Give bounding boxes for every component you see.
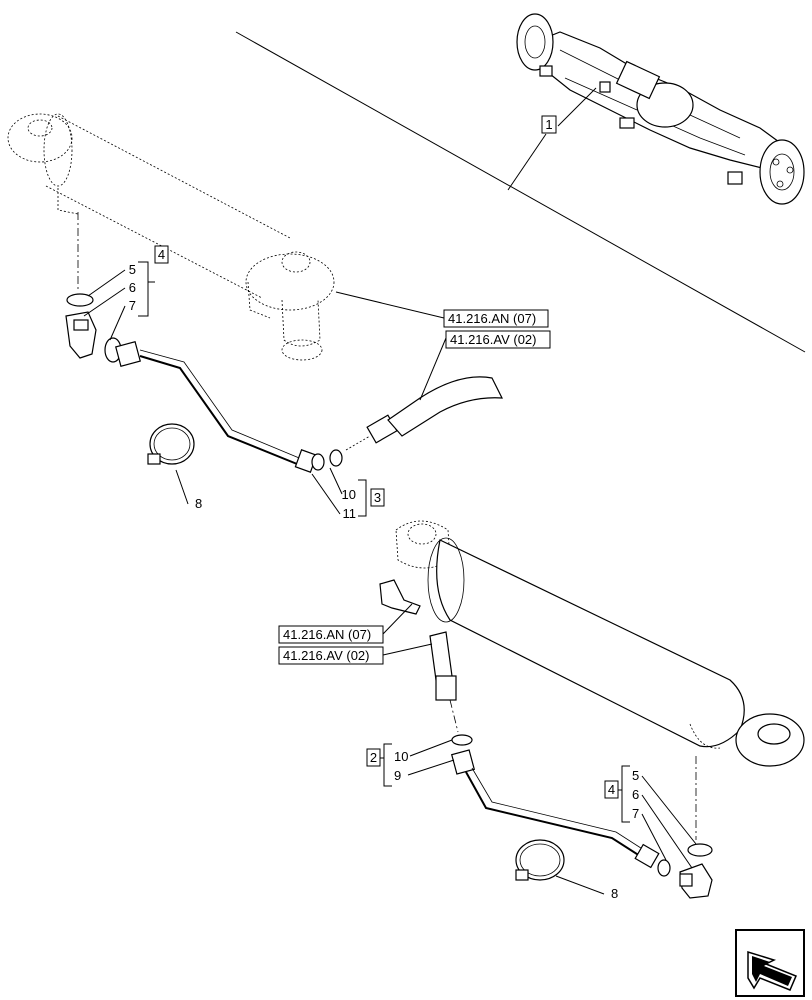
bottom-group-2-callouts: 2 10 9 bbox=[366, 739, 455, 787]
svg-text:7: 7 bbox=[632, 806, 639, 821]
svg-text:5: 5 bbox=[632, 768, 639, 783]
svg-text:41.216.AV (02): 41.216.AV (02) bbox=[283, 648, 369, 663]
svg-text:10: 10 bbox=[342, 487, 356, 502]
ref-bot-an[interactable]: 41.216.AN (07) bbox=[278, 603, 413, 644]
svg-text:41.216.AN (07): 41.216.AN (07) bbox=[283, 627, 371, 642]
ref-bot-av[interactable]: 41.216.AV (02) bbox=[278, 643, 433, 665]
svg-text:41.216.AN (07): 41.216.AN (07) bbox=[448, 311, 536, 326]
svg-text:8: 8 bbox=[195, 496, 202, 511]
ref-top-av[interactable]: 41.216.AV (02) bbox=[419, 330, 551, 401]
top-hydraulic-tube bbox=[65, 293, 504, 473]
svg-text:3: 3 bbox=[374, 490, 381, 505]
top-group-4-callouts: 4 5 6 7 bbox=[83, 245, 169, 341]
svg-text:4: 4 bbox=[608, 782, 615, 797]
svg-text:7: 7 bbox=[129, 298, 136, 313]
callout-1[interactable]: 1 bbox=[541, 115, 557, 134]
svg-text:8: 8 bbox=[611, 886, 618, 901]
svg-text:9: 9 bbox=[394, 768, 401, 783]
bottom-group-4-callouts: 4 5 6 7 bbox=[604, 765, 697, 869]
ref-top-an[interactable]: 41.216.AN (07) bbox=[335, 291, 549, 328]
svg-text:4: 4 bbox=[158, 247, 165, 262]
svg-text:6: 6 bbox=[632, 787, 639, 802]
svg-text:41.216.AV (02): 41.216.AV (02) bbox=[450, 332, 536, 347]
top-steering-cylinder bbox=[7, 113, 335, 361]
svg-text:10: 10 bbox=[394, 749, 408, 764]
axle-assembly-illustration bbox=[235, 13, 806, 353]
svg-text:2: 2 bbox=[370, 750, 377, 765]
top-clamp-callout: 8 bbox=[175, 469, 202, 511]
svg-text:1: 1 bbox=[545, 117, 552, 132]
svg-text:5: 5 bbox=[129, 262, 136, 277]
svg-text:11: 11 bbox=[343, 506, 357, 521]
top-group-3-callouts: 3 10 11 bbox=[311, 467, 385, 521]
bottom-hydraulic-tube bbox=[429, 631, 713, 899]
bottom-clamp-callout: 8 bbox=[555, 875, 618, 901]
svg-text:6: 6 bbox=[129, 280, 136, 295]
arrow-back-icon[interactable] bbox=[735, 929, 805, 997]
